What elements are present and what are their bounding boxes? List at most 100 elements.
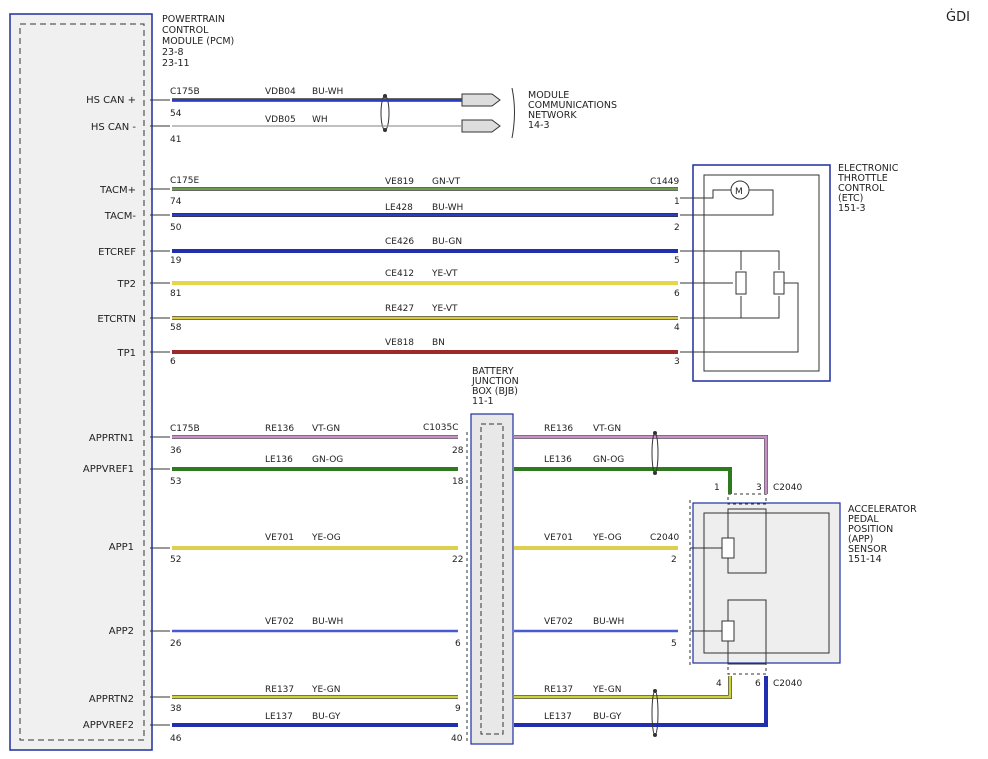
pcm-pin: 58 [170, 323, 182, 333]
circuit-number: CE426 [385, 237, 414, 247]
pin-label: TP1 [116, 348, 136, 359]
circuit-number: RE137 [265, 685, 294, 695]
wire-color: BU-WH [432, 203, 463, 213]
apprtn2-wire-right [514, 676, 732, 699]
bjb-pin: 22 [452, 555, 463, 565]
etc-wire-row: ETCRTN 58 RE427 YE-VT 4 [97, 304, 680, 333]
app-pin: 1 [714, 483, 720, 493]
pin-label: APPVREF2 [83, 720, 134, 731]
pcm-pin: 52 [170, 555, 181, 565]
pin-label: APPRTN1 [89, 433, 134, 444]
pin-label: APP1 [109, 542, 134, 553]
module-communications-network: MODULE COMMUNICATIONS NETWORK 14-3 [461, 87, 617, 139]
app-pin: 5 [671, 639, 677, 649]
bjb-pin: 6 [455, 639, 461, 649]
etc-title-line: THROTTLE [837, 173, 888, 184]
wire-color: YE-OG [311, 533, 341, 543]
etc-wire-row: TACM- 50 LE428 BU-WH 2 [104, 203, 680, 233]
circuit-number: VDB04 [265, 87, 296, 97]
wire-color: BU-WH [312, 87, 343, 97]
pin-label: APPVREF1 [83, 464, 134, 475]
app-connector-label: C2040 [773, 483, 802, 493]
wire-color: BN [432, 338, 445, 348]
pcm-pin: 74 [170, 197, 182, 207]
wire-color: WH [312, 115, 328, 125]
app-title-line: (APP) [848, 534, 873, 545]
circuit-number: VDB05 [265, 115, 296, 125]
bjb-connector-label: C1035C [423, 423, 458, 433]
wire-color: GN-OG [312, 455, 343, 465]
app-connector-label: C2040 [773, 679, 802, 689]
mcn-title-line: COMMUNICATIONS [528, 100, 617, 111]
etc-module: M ELECTRONIC THROTTLE CONTROL (ETC) 151-… [650, 163, 899, 382]
app-pin: 2 [671, 555, 677, 565]
app-title-line: PEDAL [848, 514, 879, 525]
app-connector-label: C2040 [650, 533, 679, 543]
wire-color: VT-GN [312, 424, 340, 434]
pin-label: APP2 [109, 626, 134, 637]
pin-label: TACM+ [99, 185, 136, 196]
etc-wire-row: TP2 81 CE412 YE-VT 6 [116, 269, 680, 299]
bjb-pin: 40 [451, 734, 463, 744]
appvref2-wire-right [514, 676, 768, 727]
circuit-number: LE136 [265, 455, 293, 465]
circuit-number: RE137 [544, 685, 573, 695]
bjb-ref-line: 11-1 [472, 396, 494, 407]
circuit-number: LE136 [544, 455, 572, 465]
wire-color: BU-GY [593, 712, 622, 722]
wire-color: BU-WH [593, 617, 624, 627]
circuit-number: VE702 [544, 617, 573, 627]
app-title-line: ACCELERATOR [848, 504, 917, 515]
pcm-ref-line: 23-8 [162, 47, 184, 58]
etc-pcm-stubs [150, 188, 170, 353]
etc-title-line: ELECTRONIC [838, 163, 899, 174]
bjb-title-line: BATTERY [472, 366, 514, 377]
app-wire-row: APPRTN1 36 RE136 VT-GN RE136 VT-GN 28 3 [89, 424, 768, 494]
app-title-line: SENSOR [848, 544, 888, 555]
pin-label: HS CAN - [91, 122, 137, 133]
app-wire-row: APPRTN2 38 RE137 YE-GN RE137 YE-GN 9 4 [89, 676, 732, 714]
pcm-pin: 50 [170, 223, 182, 233]
etc-wire-row: ETCREF 19 CE426 BU-GN 5 [98, 237, 680, 266]
pcm-pin: 53 [170, 477, 181, 487]
app-title-line: POSITION [848, 524, 893, 535]
wire-color: YE-GN [592, 685, 621, 695]
app-sensor: ACCELERATOR PEDAL POSITION (APP) SENSOR … [650, 483, 917, 689]
etc-pin: 4 [674, 323, 680, 333]
pcm-connector-label: C175E [170, 176, 199, 186]
battery-junction-box: BATTERY JUNCTION BOX (BJB) 11-1 C1035C [423, 366, 519, 745]
etc-pin: 3 [674, 357, 680, 367]
pcm-connector-label: C175B [170, 87, 200, 97]
circuit-number: LE137 [265, 712, 293, 722]
circuit-number: VE701 [265, 533, 294, 543]
wire-color: VT-GN [593, 424, 621, 434]
appvref1-wire-right [514, 467, 732, 494]
circuit-number: VE702 [265, 617, 294, 627]
app-wire-row: APP1 52 VE701 YE-OG VE701 YE-OG 22 2 [109, 533, 678, 565]
etc-ref-line: 151-3 [838, 203, 866, 214]
pin-label: TACM- [104, 211, 137, 222]
etc-pin: 6 [674, 289, 680, 299]
pcm-pin: 26 [170, 639, 182, 649]
app-pin: 6 [755, 679, 761, 689]
wire-color: GN-VT [432, 177, 461, 187]
app-wire-row: APP2 26 VE702 BU-WH VE702 BU-WH 6 5 [109, 617, 678, 649]
app-pcm-stubs [150, 436, 170, 726]
pcm-ref-line: 23-11 [162, 58, 190, 69]
pcm-pin: 6 [170, 357, 176, 367]
circuit-number: VE819 [385, 177, 414, 187]
circuit-number: CE412 [385, 269, 414, 279]
pin-label: APPRTN2 [89, 694, 134, 705]
etc-title-line: (ETC) [838, 193, 863, 204]
bjb-pin: 28 [452, 446, 464, 456]
etc-title-line: CONTROL [838, 183, 885, 194]
etc-connector-label: C1449 [650, 177, 679, 187]
wire-color: BU-WH [312, 617, 343, 627]
wire-color: YE-VT [431, 304, 458, 314]
pcm-title-line: POWERTRAIN [162, 14, 225, 25]
pin-label: ETCRTN [97, 314, 136, 325]
pcm-pin: 38 [170, 704, 182, 714]
pcm-title-line: MODULE (PCM) [162, 36, 234, 47]
pcm-module: POWERTRAIN CONTROL MODULE (PCM) 23-8 23-… [9, 13, 234, 751]
